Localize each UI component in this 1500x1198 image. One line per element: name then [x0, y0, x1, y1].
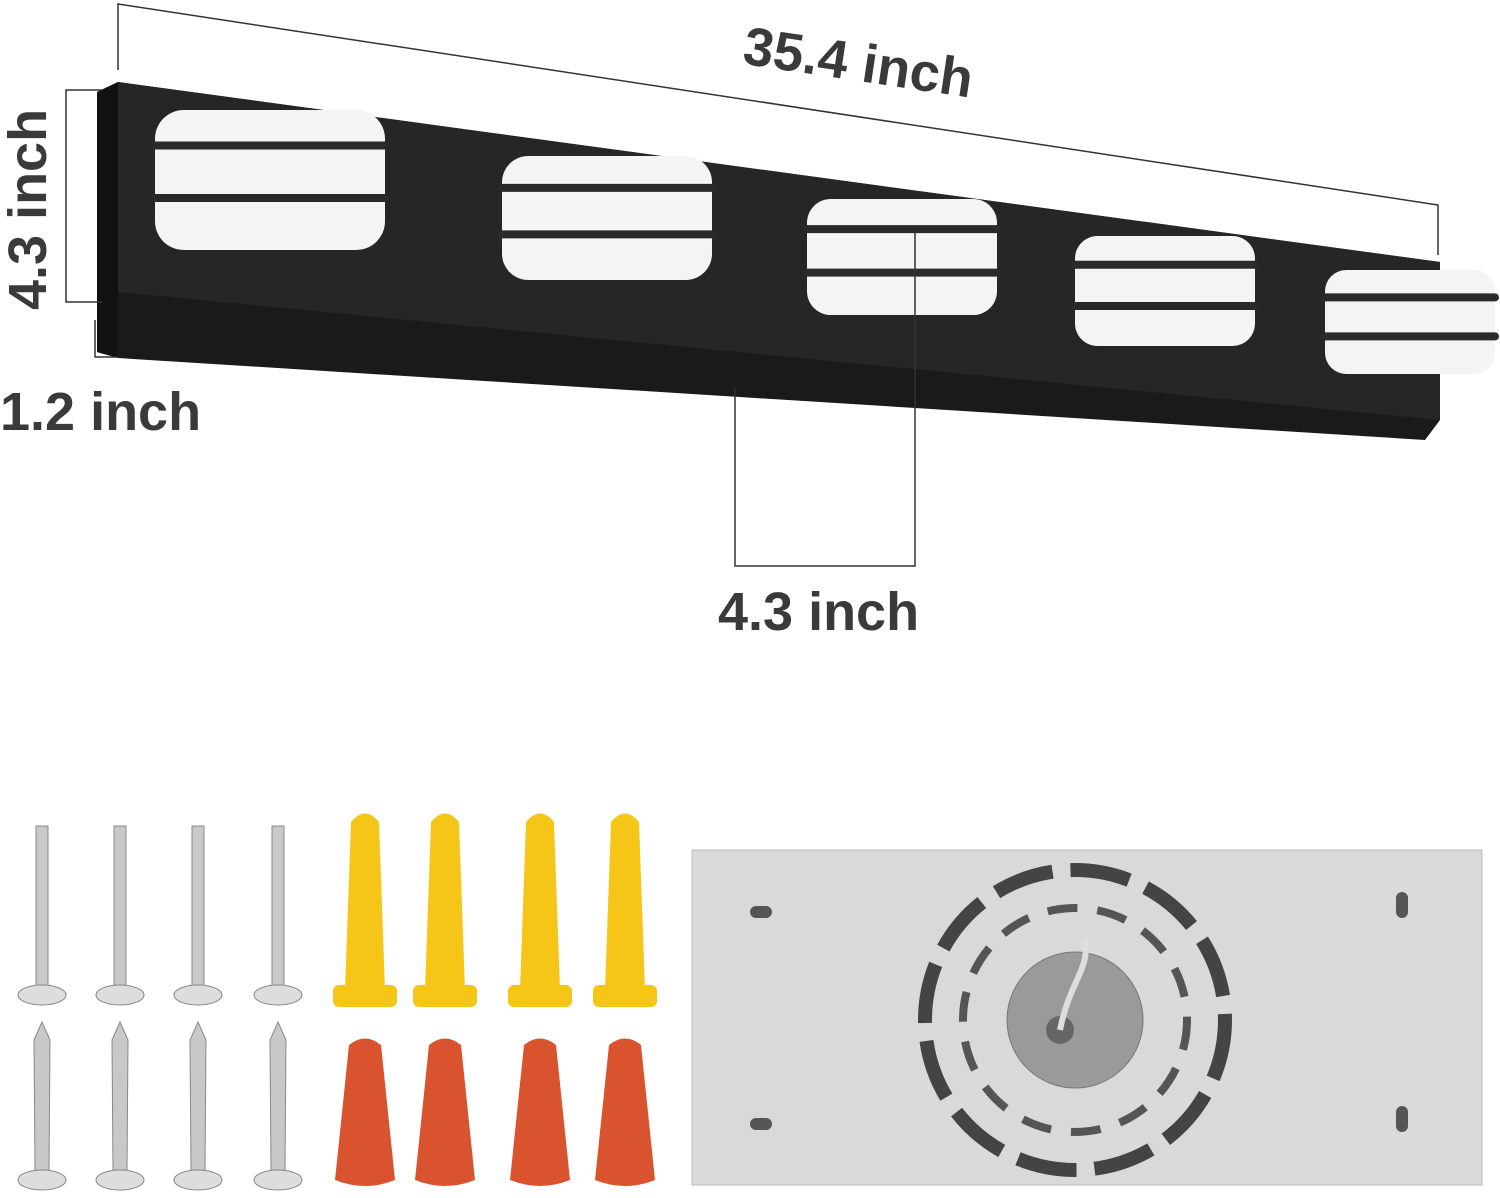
wire-nut	[335, 1038, 395, 1186]
mounting-plate	[691, 849, 1483, 1186]
machine-screw	[173, 825, 223, 1006]
depth-label: 1.2 inch	[0, 382, 201, 442]
light-shade	[498, 156, 716, 280]
wire-nut	[510, 1038, 570, 1186]
machine-screw	[17, 825, 67, 1006]
height-label: 4.3 inch	[0, 109, 58, 310]
wall-anchor	[508, 813, 572, 1007]
light-shades	[151, 110, 1499, 374]
length-label: 35.4 inch	[740, 16, 977, 110]
machine-screw	[253, 825, 303, 1006]
light-shade	[151, 110, 389, 250]
wood-screw	[173, 1020, 223, 1191]
hardware-kit	[17, 813, 657, 1191]
wood-screw	[253, 1020, 303, 1191]
dimension-lines	[65, 3, 1439, 567]
wood-screw	[17, 1020, 67, 1191]
light-shade	[1071, 236, 1259, 346]
shade-width-label: 4.3 inch	[718, 582, 919, 642]
light-shade	[803, 199, 1001, 315]
light-shade	[1321, 270, 1499, 374]
wall-anchor	[333, 813, 397, 1007]
machine-screw	[95, 825, 145, 1006]
wall-anchor	[413, 813, 477, 1007]
wall-anchor	[593, 813, 657, 1007]
wood-screw	[95, 1020, 145, 1191]
wire-nut	[415, 1038, 475, 1186]
wire-nut	[595, 1038, 655, 1186]
